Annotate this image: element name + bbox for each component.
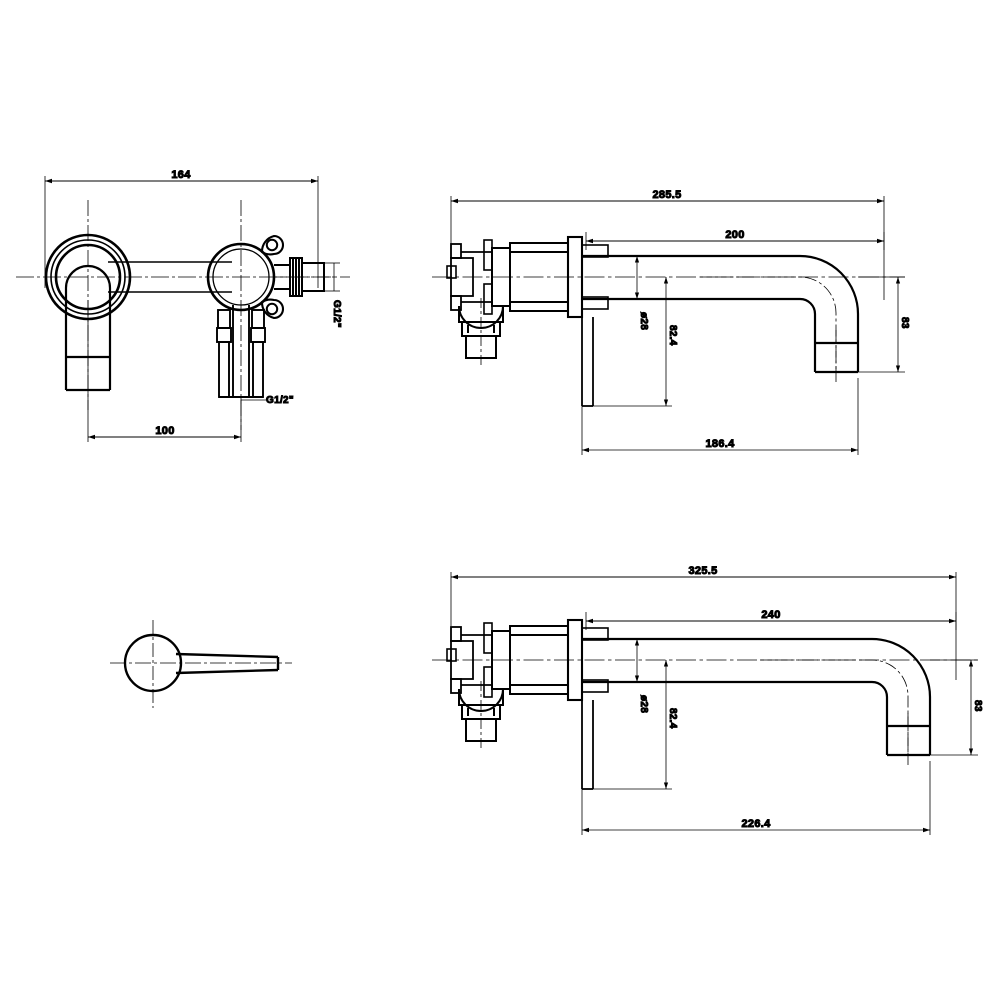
dim-d28-lines-240 bbox=[634, 639, 640, 682]
dim-label-3255: 325.5 bbox=[688, 565, 717, 577]
view-front bbox=[16, 176, 350, 442]
dim-2855-extension-lines bbox=[450, 196, 885, 300]
dim-label-83-240: 83 bbox=[972, 700, 983, 712]
valve-body-circles bbox=[206, 242, 276, 312]
view-handle bbox=[110, 620, 292, 708]
wall-plate-side240 bbox=[581, 700, 594, 790]
dim-83-lines-240 bbox=[930, 659, 978, 756]
spout-bore-centreline-240 bbox=[760, 659, 909, 755]
view-side-200 bbox=[432, 196, 905, 455]
dim-label-1864: 186.4 bbox=[705, 438, 735, 450]
spout-escutcheon-rings bbox=[44, 233, 132, 321]
valve-assembly-side240 bbox=[446, 618, 609, 749]
view-side-240 bbox=[432, 572, 978, 835]
dim-g12-bottom-lines bbox=[240, 397, 268, 404]
dim-label-g12-right: G1/2" bbox=[331, 300, 342, 328]
dim-824-lines-240 bbox=[593, 660, 672, 790]
dim-label-2264: 226.4 bbox=[741, 818, 771, 830]
handle-disc bbox=[123, 633, 183, 693]
handle-lever-arm bbox=[175, 652, 280, 675]
dim-100-line bbox=[88, 434, 241, 440]
dim-label-200: 200 bbox=[725, 229, 744, 241]
dim-label-824-240: 82.4 bbox=[667, 708, 678, 729]
dim-3255-line bbox=[451, 574, 956, 580]
spout-bore-centreline-200 bbox=[700, 276, 837, 372]
dim-label-164: 164 bbox=[171, 169, 191, 181]
dim-label-d28-240: ø28 bbox=[638, 695, 649, 713]
dim-164-line bbox=[45, 178, 318, 184]
dim-240-line bbox=[586, 618, 956, 624]
spout-body-side200 bbox=[582, 254, 860, 374]
spout-body-side240 bbox=[582, 637, 932, 757]
valve-inlet-legs-bottom bbox=[216, 305, 266, 398]
dim-1864-lines-200 bbox=[581, 378, 859, 455]
spout-tube-front bbox=[64, 264, 112, 392]
dim-label-83-200: 83 bbox=[899, 317, 910, 329]
dim-label-240: 240 bbox=[761, 609, 780, 621]
dim-label-824-200: 82.4 bbox=[667, 325, 678, 346]
dimension-labels: 164 100 G1/2" G1/2" 285.5 200 ø28 82.4 8… bbox=[155, 169, 984, 831]
dim-g12-right-lines bbox=[324, 262, 340, 292]
dim-label-g12-bottom: G1/2" bbox=[266, 395, 294, 406]
dim-2855-line bbox=[451, 198, 884, 204]
dim-2264-lines-240 bbox=[581, 761, 931, 835]
dim-label-100: 100 bbox=[155, 425, 174, 437]
wall-plate-side200 bbox=[581, 317, 594, 407]
valve-mounting-lugs bbox=[260, 234, 285, 320]
dim-824-lines-200 bbox=[593, 277, 672, 407]
dim-label-d28-200: ø28 bbox=[638, 312, 649, 330]
dim-200-line bbox=[586, 238, 884, 244]
dim-83-lines-200 bbox=[858, 276, 905, 373]
valve-assembly-side200 bbox=[446, 235, 609, 366]
dim-label-2855: 285.5 bbox=[652, 189, 681, 201]
dim-164-extension-lines bbox=[44, 176, 319, 288]
dim-d28-lines-200 bbox=[634, 256, 640, 299]
